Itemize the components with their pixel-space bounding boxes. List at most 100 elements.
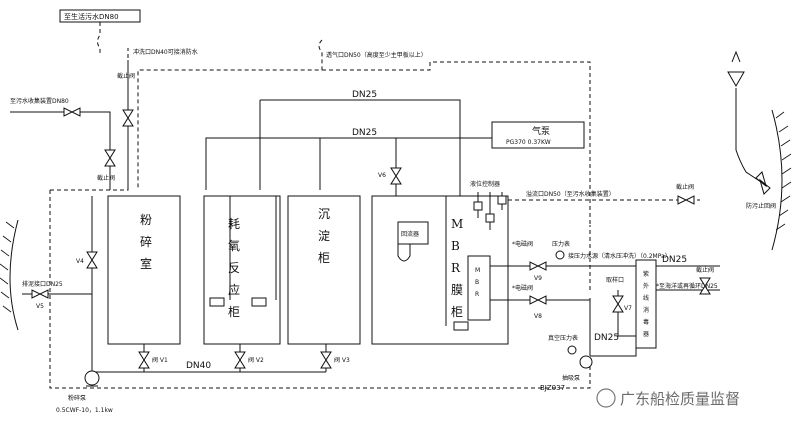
pressure-note: 接压力水源（清水压冲洗）（0.2MPa） bbox=[568, 252, 671, 260]
vacuum-gauge-icon bbox=[567, 345, 577, 355]
mbr-box-b: B bbox=[475, 279, 479, 286]
mbr-box-r: R bbox=[475, 291, 479, 298]
vent-pipe bbox=[137, 39, 323, 190]
anti-pollution-pipe bbox=[735, 88, 771, 189]
v4-valve-icon bbox=[86, 251, 98, 269]
mbr-box-m: M bbox=[475, 267, 480, 274]
top-left-dashed-pipe bbox=[97, 22, 101, 55]
settling-label-1: 沉 bbox=[318, 207, 330, 221]
v9-label: V9 bbox=[534, 275, 542, 282]
v1-valve-icon bbox=[138, 351, 150, 369]
aerobic-label-3: 反 bbox=[228, 261, 240, 275]
level-probe-2 bbox=[485, 213, 495, 223]
mbr-label-5: 柜 bbox=[451, 305, 463, 319]
stop-valve-label-2: 截止阀 bbox=[97, 174, 115, 182]
v8-line bbox=[490, 299, 591, 356]
v8-label: V8 bbox=[534, 313, 542, 320]
watermark-logo-icon bbox=[596, 388, 616, 408]
crush-pump-icon bbox=[84, 370, 100, 386]
pressure-gauge-icon bbox=[555, 250, 565, 260]
mbr-label-1: M bbox=[451, 217, 463, 231]
anti-pollution-label: 防污止回阀 bbox=[746, 202, 776, 210]
return-pipe-u bbox=[397, 244, 411, 262]
vent-port-label: 透气口DN50（高度至少主甲板以上） bbox=[326, 51, 427, 59]
v7-label: V7 bbox=[624, 305, 632, 312]
v5-valve-icon bbox=[31, 289, 49, 299]
v2-label: 阀 V2 bbox=[248, 356, 264, 364]
aerobic-label-5: 柜 bbox=[228, 305, 240, 319]
sewage-left-pipe bbox=[10, 111, 111, 190]
disinfector-c2: 外 bbox=[643, 282, 649, 290]
dn25-bottom-label: DN25 bbox=[594, 333, 619, 343]
anti-pollution-vent-top bbox=[731, 50, 741, 63]
flush-port-label: 冲洗口DN40可接消防水 bbox=[133, 48, 198, 56]
to-sewage-left-label: 至污水收集装置DN80 bbox=[10, 97, 69, 105]
pump-model-right: BJZ037 bbox=[540, 384, 565, 392]
aerobic-label-4: 应 bbox=[228, 282, 240, 297]
aerobic-tank bbox=[203, 195, 281, 345]
dn25-right-label: DN25 bbox=[662, 255, 687, 265]
suction-pump-icon bbox=[579, 355, 593, 369]
suction-pump-label: 抽吸泵 bbox=[562, 374, 580, 382]
crush-pump-model: 0.5CWF-10，1.1kw bbox=[56, 407, 113, 414]
vacuum-gauge-label: 真空压力表 bbox=[548, 334, 578, 342]
v6-label: V6 bbox=[378, 172, 386, 179]
v3-valve-icon bbox=[320, 351, 332, 369]
air-line-top bbox=[259, 99, 461, 200]
hull-right-hatch bbox=[775, 111, 792, 231]
air-pump-box bbox=[491, 121, 585, 149]
level-probe-3 bbox=[497, 195, 507, 205]
anti-pollution-valve-icon bbox=[755, 171, 771, 195]
crush-room-label-2: 碎 bbox=[140, 234, 152, 249]
overflow-label: 溢流口DN50（至污水收集装置） bbox=[526, 190, 615, 198]
diffuser-1 bbox=[209, 297, 225, 307]
solenoid-2-label: *电磁阀 bbox=[512, 284, 533, 292]
disinfector-box bbox=[635, 259, 657, 349]
v2-valve-icon bbox=[234, 351, 246, 369]
disinfector-c3: 线 bbox=[643, 294, 649, 302]
hull-left-hatch bbox=[0, 221, 15, 313]
diffuser-3 bbox=[453, 321, 469, 331]
mbr-label-4: 膜 bbox=[451, 283, 463, 297]
v3-label: 阀 V3 bbox=[334, 356, 350, 364]
level-probe-1 bbox=[473, 201, 483, 211]
v4-label: V4 bbox=[76, 258, 84, 265]
settling-tank bbox=[287, 195, 361, 345]
pressure-gauge-label: 压力表 bbox=[552, 240, 570, 248]
anti-pollution-vent bbox=[727, 71, 745, 88]
mbr-label-3: R bbox=[451, 261, 461, 275]
disinfector-c4: 消 bbox=[643, 306, 649, 314]
dn25-mid-label: DN25 bbox=[352, 128, 377, 138]
stop-valve-left-icon bbox=[104, 149, 116, 167]
hull-left bbox=[9, 219, 19, 331]
crush-room-label-3: 室 bbox=[140, 256, 152, 271]
v1-label: 阀 V1 bbox=[152, 356, 168, 364]
sewage-left-valve-icon bbox=[63, 107, 81, 117]
stop-valve-label-1: 截止阀 bbox=[117, 72, 135, 80]
stop-valve-right-label: 截止阀 bbox=[676, 183, 694, 191]
dn40-label: DN40 bbox=[186, 361, 211, 371]
disinfector-c6: 器 bbox=[643, 331, 649, 338]
to-sewage-dn25-label: *至海洋或再循环DN25 bbox=[656, 282, 718, 290]
v9-valve-icon bbox=[529, 261, 547, 271]
solenoid-1-label: *电磁阀 bbox=[512, 240, 533, 248]
air-pump-model: PG370 0.37KW bbox=[506, 139, 551, 146]
dn25-top-label: DN25 bbox=[352, 90, 377, 100]
hull-right bbox=[771, 109, 783, 251]
mbr-label-2: B bbox=[451, 239, 460, 253]
aerobic-label-1: 耗 bbox=[228, 217, 240, 231]
return-pipe-box bbox=[397, 221, 429, 245]
top-left-label: 至生活污水DN80 bbox=[64, 12, 119, 21]
air-pump-title: 气泵 bbox=[532, 125, 550, 137]
drain-port-label: 排泥接口DN25 bbox=[22, 280, 63, 288]
stop-valve-r2-label: 截止阀 bbox=[696, 266, 714, 274]
v7-valve-icon bbox=[612, 295, 624, 313]
crush-room-label-1: 粉 bbox=[140, 213, 152, 227]
stop-valve-top-icon bbox=[122, 109, 134, 127]
air-line-mid bbox=[205, 137, 492, 190]
disinfector-c1: 紫 bbox=[643, 270, 649, 278]
level-controller-label: 液位控制器 bbox=[470, 180, 500, 188]
disinfector-c5: 毒 bbox=[643, 318, 649, 326]
vent-pipe-right bbox=[322, 61, 591, 225]
